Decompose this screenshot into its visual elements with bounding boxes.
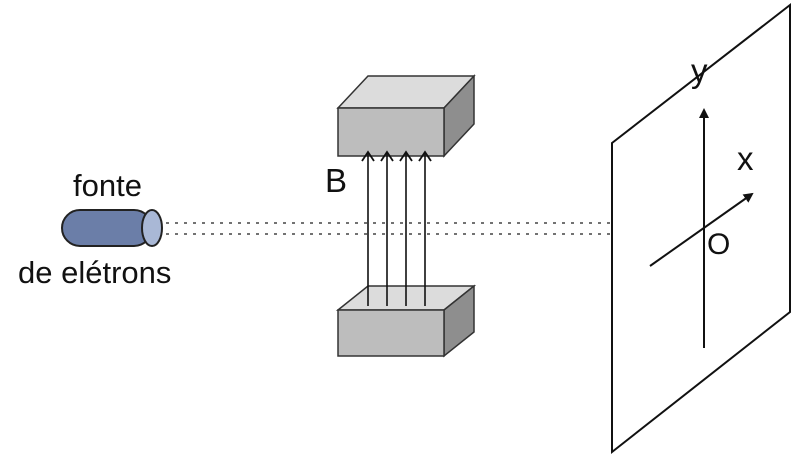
field-label-b: B: [325, 162, 347, 199]
field-line-arrowhead-4: [418, 150, 432, 162]
field-line-arrowhead-2: [380, 150, 394, 162]
source-label-line2: de elétrons: [18, 255, 171, 290]
field-line-arrowhead-3: [399, 150, 413, 162]
electron-source: fonte de elétrons: [18, 168, 171, 290]
screen-plane: [611, 2, 791, 455]
electron-beam: [166, 222, 712, 235]
x-axis-arrow: [649, 192, 754, 267]
source-label-line1: fonte: [73, 168, 142, 203]
y-axis-label: y: [691, 52, 708, 89]
field-line-arrowhead-1: [361, 150, 375, 162]
electron-source-cap: [141, 209, 163, 247]
detection-screen: y x O: [611, 2, 791, 455]
electron-source-body: [61, 209, 153, 247]
upper-magnet-block: [336, 74, 476, 158]
origin-label: O: [707, 228, 730, 261]
x-axis-label: x: [737, 140, 754, 177]
magnetic-field-lines: [361, 150, 432, 306]
